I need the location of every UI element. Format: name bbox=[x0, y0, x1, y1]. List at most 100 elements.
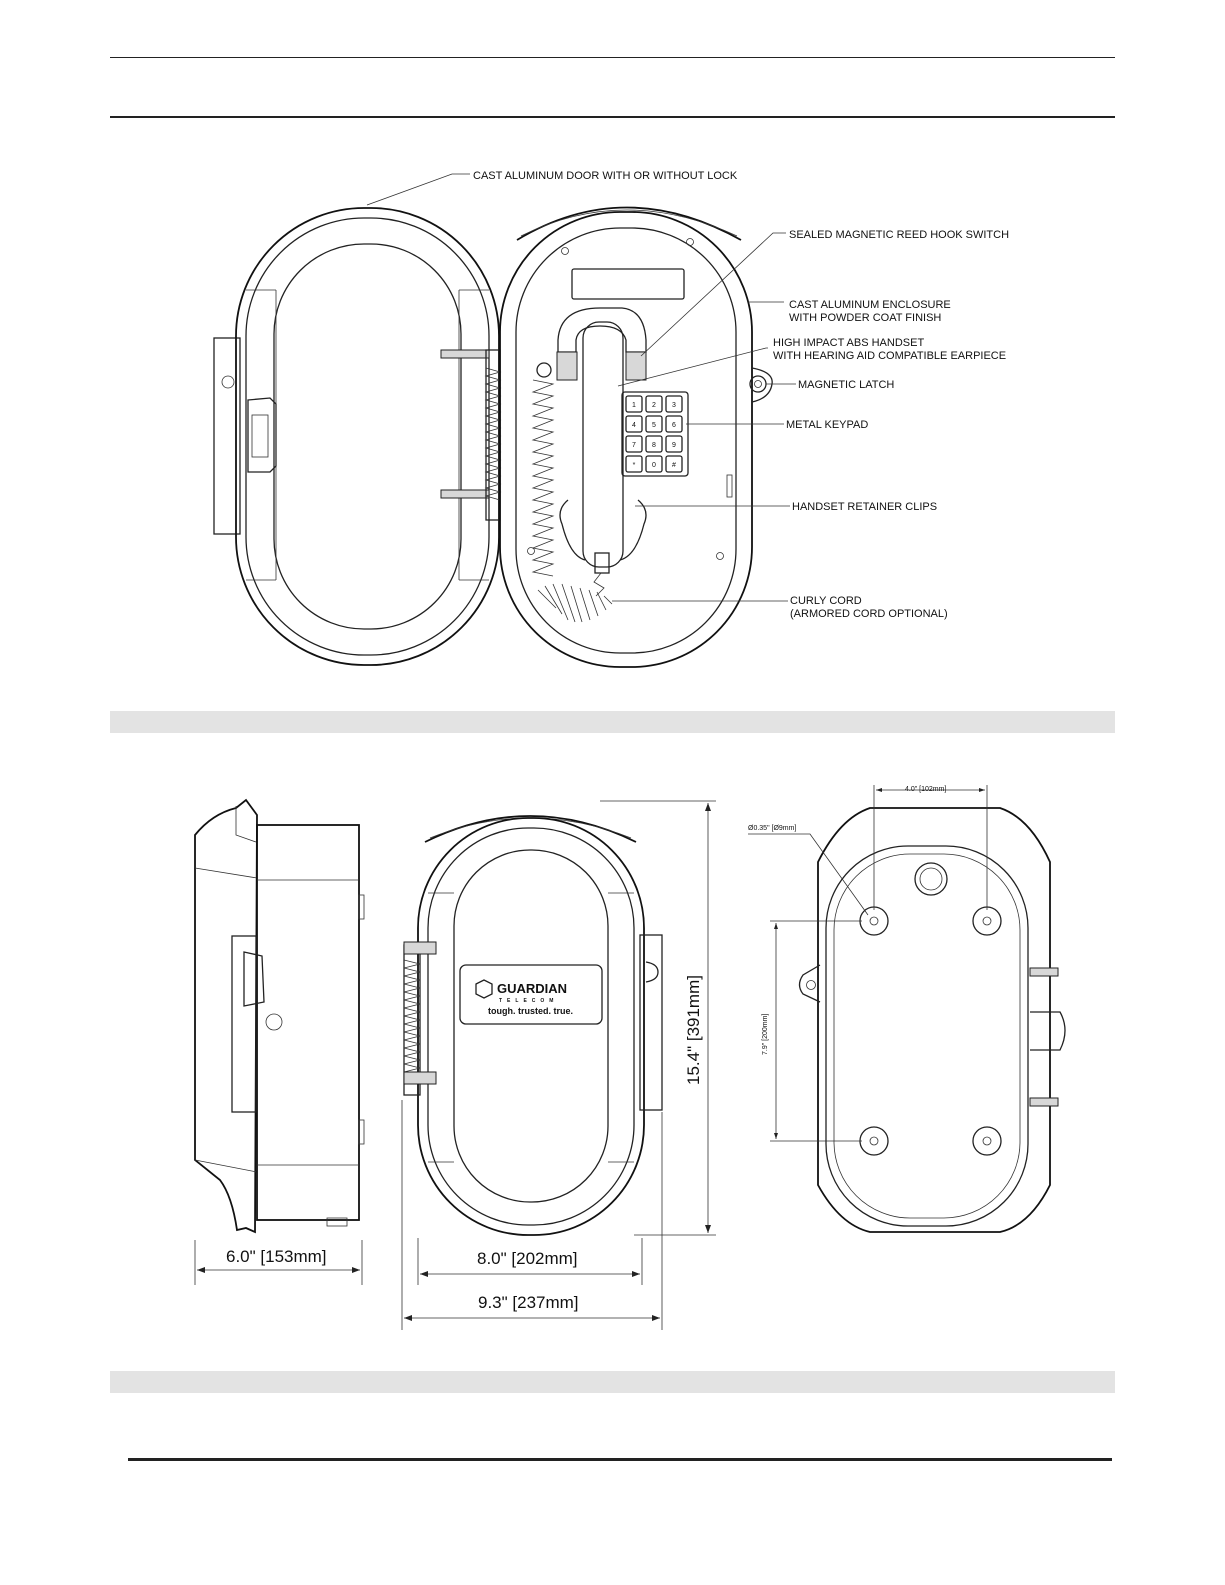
curly-cord bbox=[531, 379, 613, 623]
leader-handset bbox=[617, 347, 768, 387]
back-latch-hole bbox=[806, 980, 816, 990]
leader-door bbox=[366, 173, 470, 206]
keypad-key-label: 8 bbox=[652, 442, 656, 449]
keypad-key bbox=[625, 455, 643, 473]
door-hinge-clip bbox=[440, 349, 490, 359]
keypad-key bbox=[645, 455, 663, 473]
front-door-outer bbox=[417, 817, 645, 1236]
keypad-key bbox=[665, 415, 683, 433]
handset bbox=[536, 307, 647, 574]
cord-coil-bottom bbox=[537, 583, 613, 623]
front-hinge-clip bbox=[403, 1071, 437, 1085]
callout-hook-switch: SEALED MAGNETIC REED HOOK SWITCH bbox=[789, 229, 1009, 241]
door-screw bbox=[221, 375, 235, 389]
side-door-line bbox=[194, 1159, 258, 1173]
cord-link bbox=[593, 572, 605, 597]
front-hinge-coil bbox=[403, 959, 421, 1073]
dim-hole-diameter: Ø0.35" [Ø9mm] bbox=[748, 825, 796, 832]
hinge-coil bbox=[484, 367, 502, 501]
retainer-clips bbox=[559, 499, 647, 561]
keypad-key bbox=[645, 415, 663, 433]
side-door-line bbox=[194, 867, 258, 879]
front-door-rim bbox=[427, 827, 635, 1226]
brand-name: GUARDIAN bbox=[497, 981, 567, 996]
mount-hole-center bbox=[869, 916, 879, 926]
keypad-key-label: 1 bbox=[632, 402, 636, 409]
brand-plate bbox=[459, 964, 603, 1025]
cord-coil-vertical bbox=[531, 379, 555, 577]
door-open bbox=[213, 207, 500, 666]
keypad-key-label: * bbox=[633, 462, 636, 469]
door-panel bbox=[273, 243, 462, 630]
keypad-key bbox=[625, 395, 643, 413]
back-latch-ear bbox=[798, 964, 821, 1003]
mount-hole-center bbox=[982, 1136, 992, 1146]
dim-height: 15.4" [391mm] bbox=[684, 975, 703, 1085]
keypad-key-label: 3 bbox=[672, 402, 676, 409]
keypad-key bbox=[665, 395, 683, 413]
latch-magnet bbox=[754, 380, 762, 388]
front-latch-plate bbox=[639, 934, 663, 1111]
hook-switch-left bbox=[556, 351, 578, 381]
side-tab bbox=[726, 474, 733, 498]
callout-enclosure-line2: WITH POWDER COAT FINISH bbox=[789, 312, 941, 324]
brand-sub: TELECOM bbox=[499, 998, 558, 1004]
mount-hole bbox=[972, 906, 1002, 936]
keypad-key bbox=[645, 395, 663, 413]
handset-cradle bbox=[557, 307, 647, 353]
handset-cord-boot bbox=[594, 552, 610, 574]
callout-cord-line2: (ARMORED CORD OPTIONAL) bbox=[790, 608, 948, 620]
callout-cord-line1: CURLY CORD bbox=[790, 595, 862, 607]
screw bbox=[716, 552, 724, 560]
display-window bbox=[571, 268, 685, 300]
mount-hole bbox=[859, 1126, 889, 1156]
back-cable-entry bbox=[914, 862, 948, 896]
keypad-key-label: 6 bbox=[672, 422, 676, 429]
keypad-key bbox=[665, 455, 683, 473]
side-door-profile bbox=[194, 798, 258, 1234]
figure-front-closed: GUARDIAN TELECOM tough. trusted. true. 1… bbox=[401, 800, 716, 1330]
door-hinge-clip bbox=[440, 489, 490, 499]
screw bbox=[686, 238, 694, 246]
brand-tagline: tough. trusted. true. bbox=[488, 1006, 573, 1016]
keypad-key-label: 5 bbox=[652, 422, 656, 429]
mount-hole bbox=[859, 906, 889, 936]
side-lock bbox=[243, 951, 265, 1007]
section-band-2 bbox=[110, 1371, 1115, 1393]
screw bbox=[527, 547, 535, 555]
side-body bbox=[256, 824, 360, 1221]
section-band-1 bbox=[110, 711, 1115, 733]
back-plate bbox=[833, 853, 1021, 1219]
back-hinge-clip bbox=[1029, 1097, 1059, 1107]
keypad-key-label: 2 bbox=[652, 402, 656, 409]
front-latch bbox=[645, 961, 659, 983]
keypad-key-label: 0 bbox=[652, 462, 656, 469]
figure-side-view: 6.0" [153mm] bbox=[194, 798, 365, 1285]
dim-width-total: 9.3" [237mm] bbox=[478, 1293, 579, 1312]
keypad-key bbox=[625, 415, 643, 433]
mount-hole-center bbox=[869, 1136, 879, 1146]
keypad-key-label: 9 bbox=[672, 442, 676, 449]
header-rule-top bbox=[110, 57, 1115, 58]
back-outer bbox=[817, 807, 1051, 1233]
side-tab bbox=[358, 894, 365, 920]
side-hinge-plate bbox=[231, 935, 257, 1113]
keypad-key bbox=[625, 435, 643, 453]
mount-hole-center bbox=[982, 916, 992, 926]
enclosure-top-cap-inner bbox=[520, 209, 738, 237]
keypad-key-label: 7 bbox=[632, 442, 636, 449]
side-bottom-tab bbox=[326, 1217, 348, 1227]
side-latch bbox=[265, 1013, 283, 1031]
footer-rule bbox=[128, 1458, 1112, 1461]
dim-depth: 6.0" [153mm] bbox=[226, 1247, 327, 1266]
brand-logo-icon bbox=[475, 979, 493, 999]
mount-hole bbox=[972, 1126, 1002, 1156]
handset-body bbox=[582, 321, 624, 568]
dim-width-body: 8.0" [202mm] bbox=[477, 1249, 578, 1268]
back-hinge-clip bbox=[1029, 967, 1059, 977]
keypad-key-label: # bbox=[672, 462, 676, 469]
callout-enclosure-line1: CAST ALUMINUM ENCLOSURE bbox=[789, 299, 951, 311]
callout-handset-line1: HIGH IMPACT ABS HANDSET bbox=[773, 337, 924, 349]
